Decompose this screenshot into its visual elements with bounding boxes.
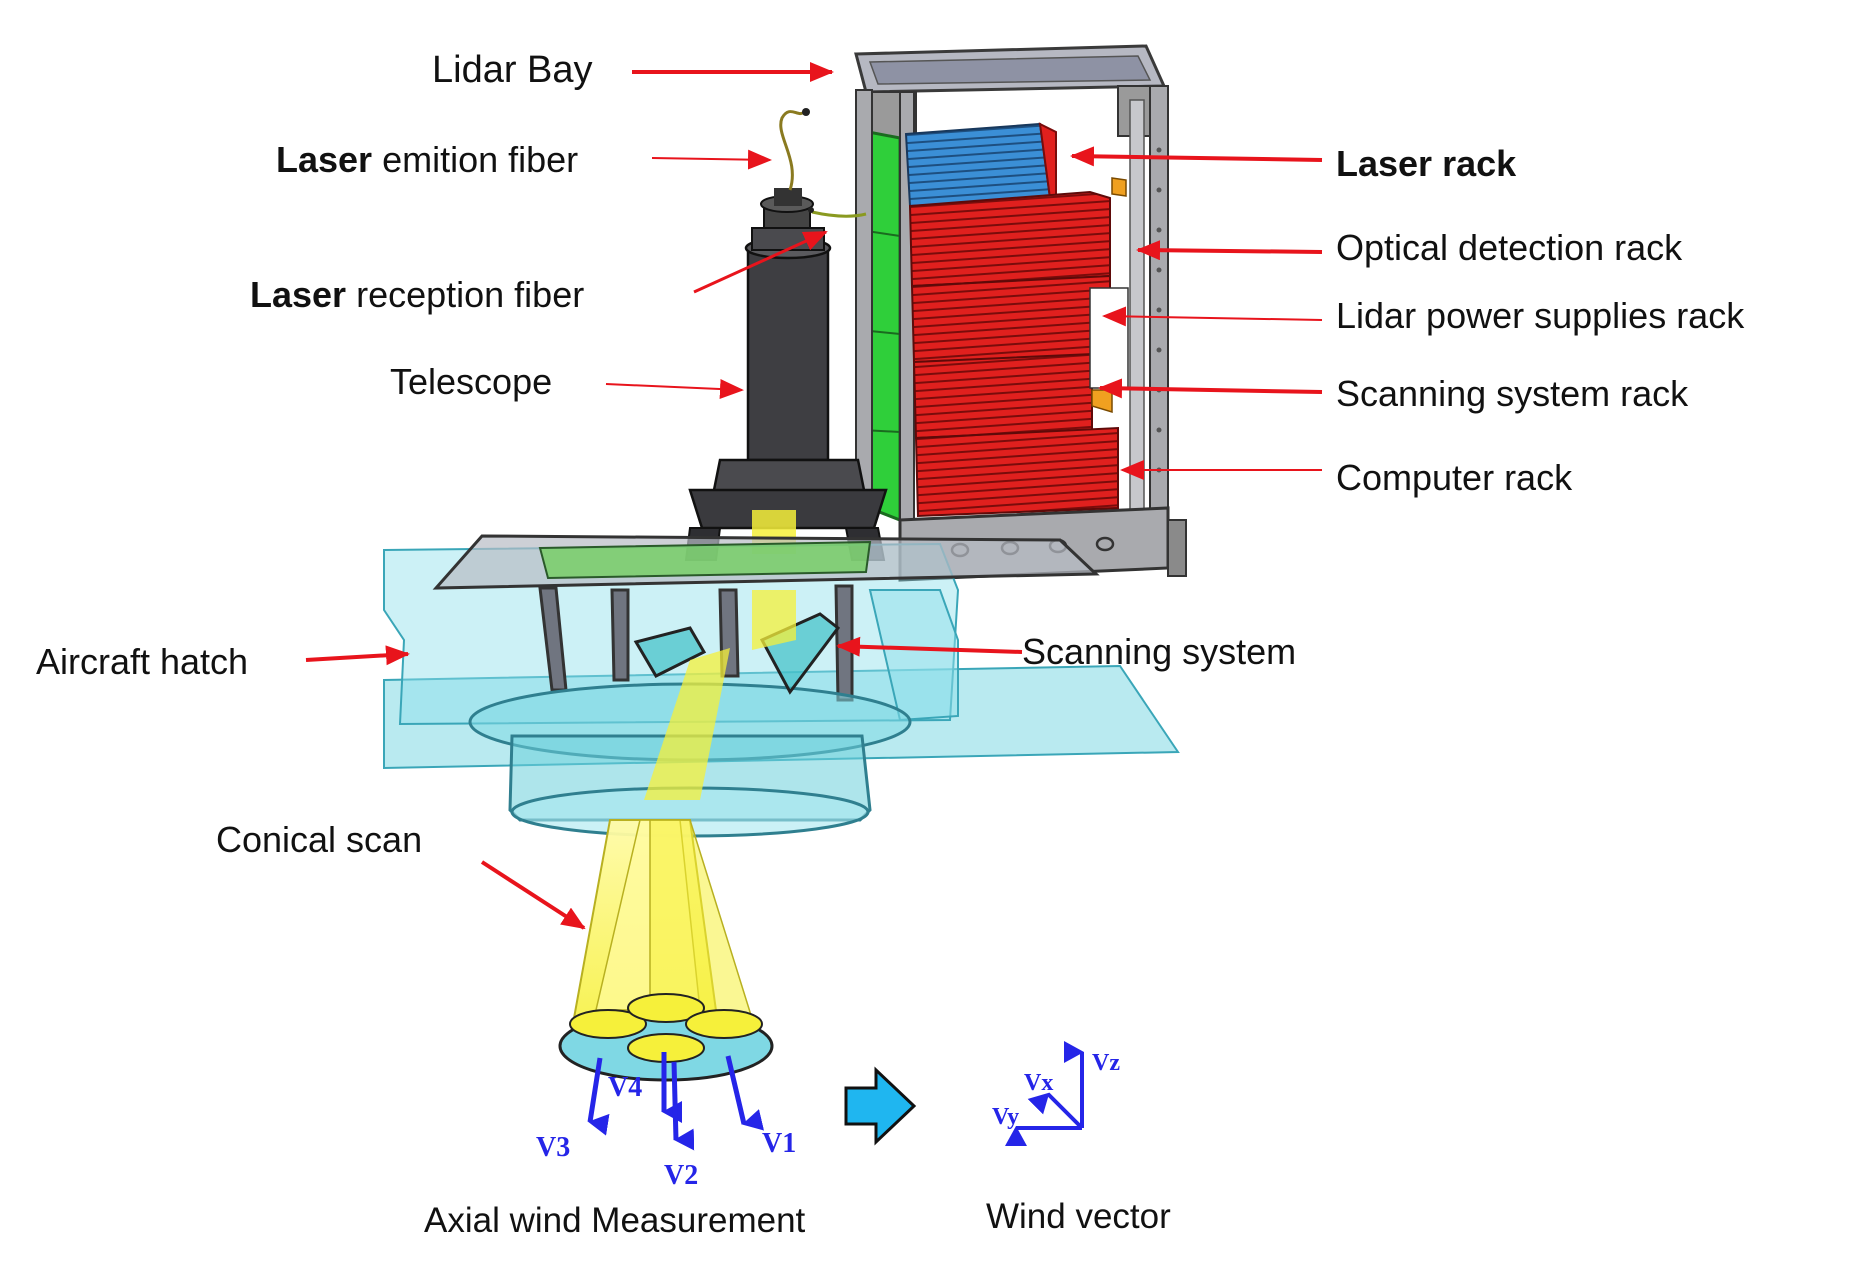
label-v1: V1 (762, 1128, 796, 1159)
laser-emition-fiber (779, 110, 806, 191)
label-aircraft-hatch: Aircraft hatch (36, 641, 248, 682)
annotation-arrows (305, 62, 1323, 930)
axial-wind-vectors (587, 1052, 765, 1151)
arrow-laser-reception-fiber (693, 230, 828, 294)
arrow-telescope (605, 379, 744, 400)
label-lidar-bay: Lidar Bay (432, 49, 593, 91)
label-laser-rack: Laser rack (1336, 143, 1517, 184)
lidar-power-supplies-rack (910, 274, 1111, 364)
label-vy: Vy (992, 1104, 1019, 1130)
conical-scan (558, 819, 774, 1082)
label-scanning-system-rack: Scanning system rack (1336, 373, 1689, 414)
arrow-laser-emition-fiber (651, 149, 772, 170)
axis-vx (1027, 1092, 1084, 1130)
lidar-bay (854, 44, 1187, 582)
arrow-conical-scan (480, 860, 586, 930)
wind-vector-axes (1005, 1041, 1084, 1146)
label-vz: Vz (1092, 1050, 1120, 1076)
label-axial-wind-measurement: Axial wind Measurement (424, 1201, 806, 1240)
laser-rack (904, 122, 1052, 208)
arrow-aircraft-hatch (305, 645, 410, 666)
label-vx: Vx (1024, 1070, 1053, 1096)
arrow-optical-detection-rack (1136, 240, 1323, 261)
label-laser-emition-fiber: Laser emition fiber (276, 139, 578, 180)
vector-v1 (725, 1055, 765, 1131)
arrow-scanning-system (836, 636, 1023, 657)
label-wind-vector: Wind vector (986, 1197, 1171, 1236)
label-v3: V3 (536, 1132, 570, 1163)
vector-v3 (587, 1057, 610, 1136)
label-conical-scan: Conical scan (216, 819, 422, 860)
label-optical-detection-rack: Optical detection rack (1336, 227, 1683, 268)
label-laser-reception-fiber: Laser reception fiber (250, 274, 584, 315)
arrow-laser-rack (1070, 146, 1323, 167)
arrow-scanning-system-rack (1098, 378, 1323, 399)
computer-rack (914, 426, 1119, 518)
label-lidar-power-supplies-rack: Lidar power supplies rack (1336, 295, 1745, 336)
label-telescope: Telescope (390, 361, 552, 402)
scanning-system-rack (912, 352, 1093, 440)
label-v2: V2 (664, 1160, 698, 1191)
vector-v2 (671, 1061, 695, 1151)
next-step-arrow (844, 1066, 917, 1146)
optical-detection-rack (908, 190, 1111, 288)
laser-reception-fiber (811, 210, 867, 218)
label-v4: V4 (608, 1072, 642, 1103)
scanning-system-mirror-left (633, 626, 707, 678)
aircraft-hatch (383, 534, 1180, 838)
telescope-tube (746, 246, 830, 462)
label-scanning-system: Scanning system (1022, 631, 1296, 672)
arrow-lidar-power-supplies-rack (1102, 306, 1323, 327)
label-computer-rack: Computer rack (1336, 457, 1573, 498)
